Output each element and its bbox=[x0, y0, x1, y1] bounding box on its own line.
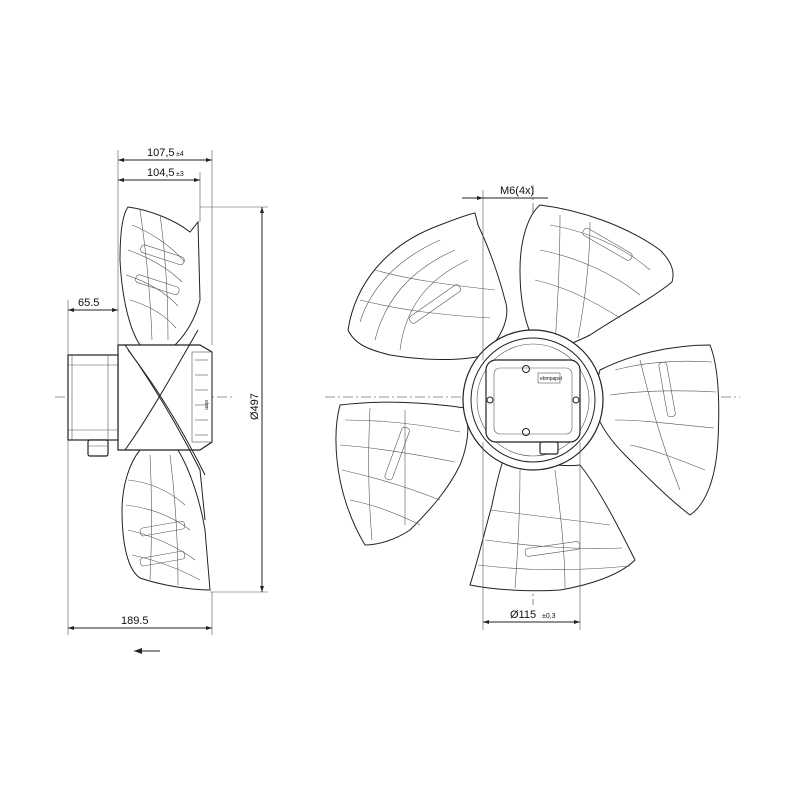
front-cable-exit bbox=[539, 441, 559, 455]
impeller-blades bbox=[335, 204, 720, 592]
dim-overall-length: 189.5 bbox=[121, 615, 149, 627]
brand-plate bbox=[537, 372, 561, 384]
dim-thread: M6(4x) bbox=[500, 185, 534, 197]
dim-bolt-circle: Ø115 bbox=[510, 609, 536, 621]
dim-bolt-circle-tol: ±0,3 bbox=[542, 613, 556, 620]
side-rotor bbox=[117, 344, 213, 451]
side-view: ebm 107,5 ±4 104,5 ±3 65.5 bbox=[55, 147, 268, 654]
front-view: ebmpapst M6(4x) Ø115 ±0,3 bbox=[325, 185, 740, 630]
airflow-arrow-icon bbox=[134, 648, 160, 654]
front-blade-lower bbox=[469, 454, 636, 592]
dim-motor-depth: 65.5 bbox=[78, 297, 99, 309]
side-upper-blade bbox=[119, 206, 201, 346]
mounting-screw-icon bbox=[486, 365, 580, 436]
front-blade-upper-left bbox=[347, 212, 508, 360]
side-lower-blade bbox=[121, 449, 211, 591]
brand-mark: ebmpapst bbox=[540, 376, 563, 382]
dim-depth-inner: 104,5 bbox=[147, 167, 175, 179]
front-blade-upper-right bbox=[519, 204, 674, 351]
front-blade-right bbox=[594, 344, 720, 516]
front-blade-left bbox=[335, 401, 469, 546]
dim-depth-total-tol: ±4 bbox=[176, 151, 184, 158]
dim-depth-inner-tol: ±3 bbox=[176, 171, 184, 178]
dim-depth-total: 107,5 bbox=[147, 147, 175, 159]
hub-inner-ring bbox=[470, 337, 596, 463]
svg-text:ebm: ebm bbox=[203, 400, 209, 410]
dim-fan-diameter: Ø497 bbox=[249, 393, 261, 420]
cable-gland bbox=[87, 439, 109, 457]
side-motor-housing bbox=[67, 354, 119, 441]
motor-flange bbox=[485, 359, 581, 443]
